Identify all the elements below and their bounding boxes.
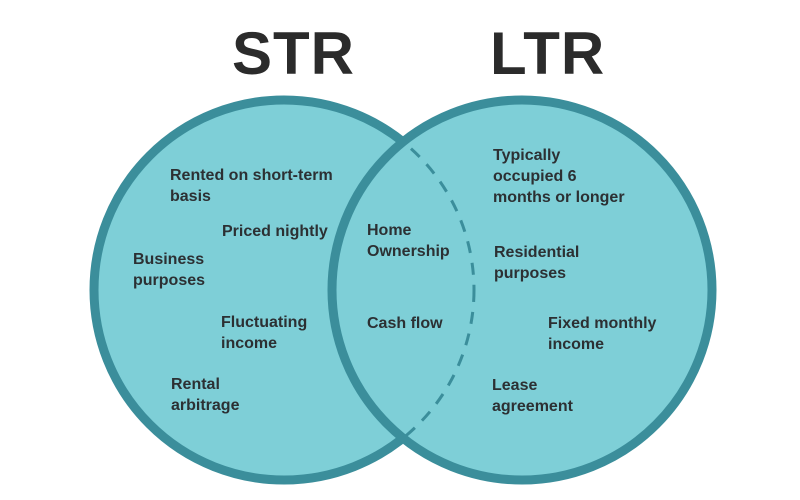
ltr-circle xyxy=(327,95,717,485)
ltr-title: LTR xyxy=(490,20,606,87)
overlap-item-home-ownership: Home Ownership xyxy=(367,222,450,260)
str-item-fluctuating-income: Fluctuating income xyxy=(221,314,308,352)
str-item-priced-nightly: Priced nightly xyxy=(222,223,328,240)
ltr-item-lease-agreement: Lease agreement xyxy=(492,377,573,415)
ltr-item-occupancy: Typically occupied 6 months or longer xyxy=(493,147,625,206)
str-item-business-purposes: Business purposes xyxy=(133,251,206,289)
str-item-rental-arbitrage: Rental arbitrage xyxy=(171,376,240,414)
ltr-item-fixed-monthly-income: Fixed monthly income xyxy=(548,315,657,353)
str-item-short-term: Rented on short-term basis xyxy=(170,167,333,205)
overlap-item-cash-flow: Cash flow xyxy=(367,315,443,332)
overlap-dashed-boundary xyxy=(336,104,476,476)
str-title: STR xyxy=(232,20,355,87)
ltr-item-residential-purposes: Residential purposes xyxy=(494,244,580,282)
